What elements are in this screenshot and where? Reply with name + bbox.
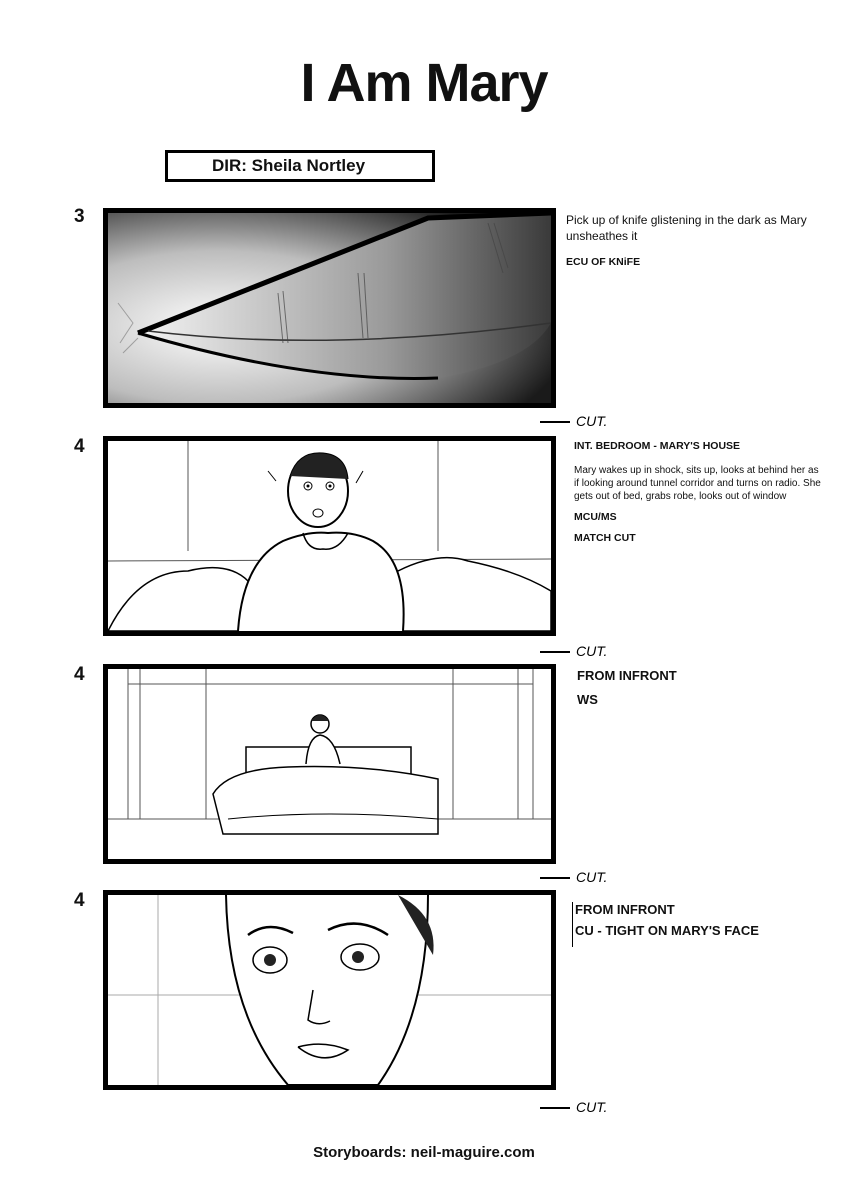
cut-transition-mark: CUT. xyxy=(540,1099,607,1115)
transition-note: MATCH CUT xyxy=(574,532,636,544)
panel-notes: FROM INFRONT CU - TIGHT ON MARY'S FACE xyxy=(572,902,759,947)
storyboard-panel-bedroom-ws xyxy=(103,664,556,864)
cut-transition-mark: CUT. xyxy=(540,643,607,659)
bedroom-wide-sketch xyxy=(108,669,551,835)
shot-number: 4 xyxy=(74,890,85,911)
cut-label: CUT. xyxy=(576,869,607,885)
action-description: Mary wakes up in shock, sits up, looks a… xyxy=(574,465,821,502)
shot-direction: FROM INFRONT xyxy=(577,668,677,683)
cut-label: CUT. xyxy=(576,413,607,429)
storyboard-credit-footer: Storyboards: neil-maguire.com xyxy=(313,1144,535,1161)
cut-transition-mark: CUT. xyxy=(540,869,607,885)
storyboard-panel-bedroom-mcu xyxy=(103,436,556,636)
shot-type: MCU/MS xyxy=(574,511,617,523)
shot-type: CU - TIGHT ON MARY'S FACE xyxy=(575,923,759,938)
knife-sketch xyxy=(108,213,551,403)
shot-number: 4 xyxy=(74,436,85,457)
panel-notes: Pick up of knife glistening in the dark … xyxy=(566,212,836,277)
director-credit: DIR: Sheila Nortley xyxy=(165,150,435,182)
mary-wakes-sketch xyxy=(108,441,551,631)
storyboard-panel-face-cu xyxy=(103,890,556,1090)
shot-type: ECU OF KNiFE xyxy=(566,256,641,268)
shot-direction: FROM INFRONT xyxy=(575,902,675,917)
scene-heading: INT. BEDROOM - MARY'S HOUSE xyxy=(574,440,741,452)
shot-number: 4 xyxy=(74,664,85,685)
storyboard-panel-knife xyxy=(103,208,556,408)
mary-face-sketch xyxy=(108,895,551,1085)
cut-label: CUT. xyxy=(576,1099,607,1115)
panel-notes: FROM INFRONT WS xyxy=(577,668,677,716)
cut-transition-mark: CUT. xyxy=(540,413,607,429)
shot-number: 3 xyxy=(74,206,85,227)
cut-label: CUT. xyxy=(576,643,607,659)
panel-notes: INT. BEDROOM - MARY'S HOUSE Mary wakes u… xyxy=(574,440,824,553)
shot-type: WS xyxy=(577,692,598,707)
action-description: Pick up of knife glistening in the dark … xyxy=(566,213,807,243)
storyboard-title: I Am Mary xyxy=(300,53,548,113)
